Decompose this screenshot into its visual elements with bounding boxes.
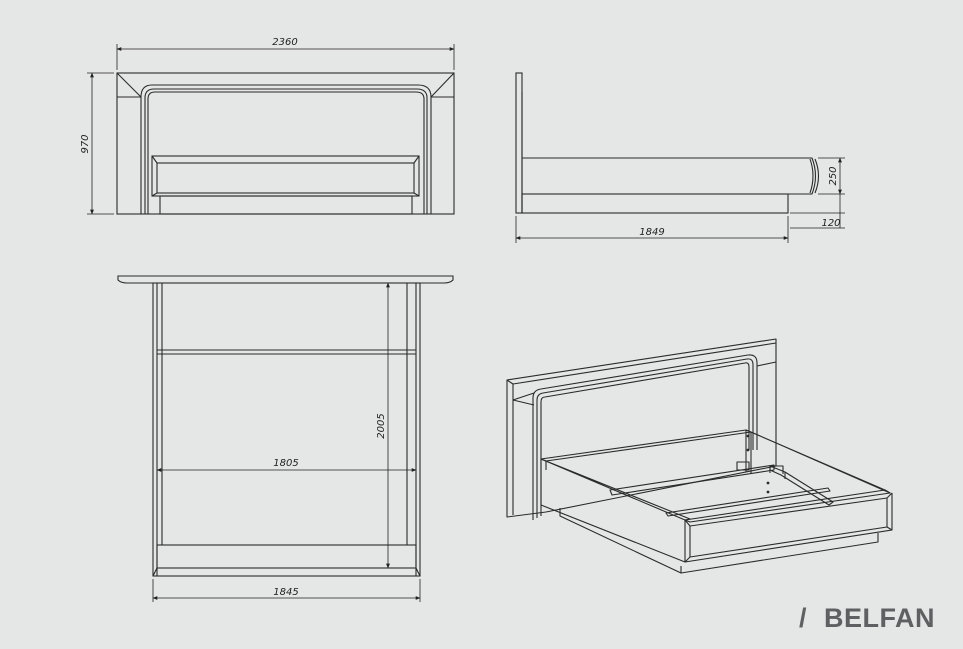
brand-logo: / BELFAN <box>799 603 935 633</box>
side-frame-height-label: 250 <box>828 166 839 185</box>
isometric-view <box>506 338 893 574</box>
side-clearance-label: 120 <box>821 218 840 229</box>
front-height-label: 970 <box>80 134 91 153</box>
top-inner-length-label: 2005 <box>376 413 387 438</box>
isometric-screw-holes <box>746 434 770 494</box>
top-inner-width-label: 1805 <box>273 458 298 469</box>
front-width-label: 2360 <box>272 37 297 48</box>
brand-mark: / <box>799 603 807 633</box>
side-length-label: 1849 <box>639 227 664 238</box>
top-dimensions <box>152 282 421 602</box>
brand-name: BELFAN <box>824 603 935 633</box>
front-dimensions <box>87 44 455 215</box>
top-outer-width-label: 1845 <box>273 587 298 598</box>
side-view <box>515 72 820 214</box>
front-view <box>116 72 455 215</box>
side-dimensions <box>515 157 845 243</box>
top-view <box>117 275 454 577</box>
